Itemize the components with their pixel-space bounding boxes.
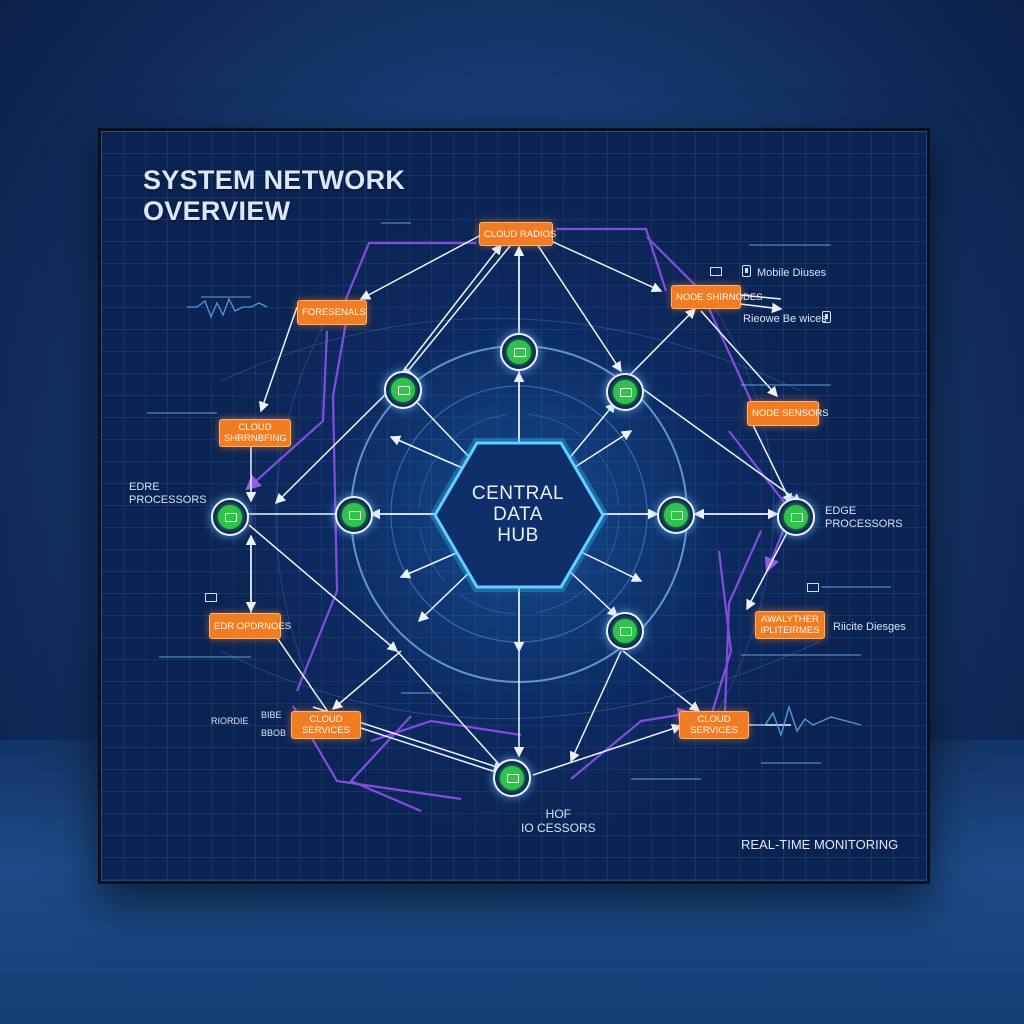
box-node-sensors[interactable]: NODE SENSORS (747, 401, 829, 426)
label-mobile-devices: Mobile Diuses (757, 267, 827, 279)
device-icon (620, 388, 632, 397)
purple-link (245, 330, 329, 491)
central-data-hub[interactable]: CENTRAL DATA HUB (435, 443, 601, 587)
database-icon (507, 774, 519, 783)
box-foresenals[interactable]: FORESENALS (297, 300, 367, 325)
label-remote-devices: Rieowe Be wices (743, 313, 827, 325)
box-edr-opdrnoes[interactable]: EDR OPDRNOES (209, 613, 291, 639)
hub-link (399, 550, 462, 579)
spoke-link (396, 650, 507, 773)
node-upper-right[interactable] (606, 373, 644, 411)
box-node-shirnodes[interactable]: NODE SHIRNODES (671, 285, 763, 309)
tablet-icon (822, 311, 831, 323)
monitor-icon (205, 593, 217, 602)
hub-link (417, 568, 474, 623)
title-line-1: SYSTEM NETWORK (143, 165, 406, 195)
node-left-inner[interactable] (335, 496, 373, 534)
page-title: SYSTEM NETWORK OVERVIEW (143, 165, 405, 227)
server-icon (514, 348, 526, 357)
spoke-link (530, 234, 622, 373)
spoke-link (750, 420, 792, 505)
node-edge-left[interactable] (211, 498, 249, 536)
hub-label: CENTRAL DATA HUB (471, 483, 565, 546)
thin-curve (220, 318, 802, 392)
spoke-link (270, 627, 334, 720)
purple-link (728, 430, 793, 574)
monitor-icon (807, 583, 819, 592)
hub-link (578, 550, 643, 582)
phone-icon (742, 265, 751, 277)
label-bottom-processors: HOF IO CESSORS (521, 807, 596, 835)
server-icon (398, 386, 410, 395)
box-cloud-shrrnbfing[interactable]: CLOUD SHRRNBFING (219, 419, 291, 447)
spoke-link (402, 243, 502, 372)
hub-link (566, 568, 619, 618)
monitor-icon (710, 267, 722, 276)
spoke-link (359, 234, 482, 300)
purple-link (336, 241, 476, 319)
purple-link (646, 236, 753, 402)
spoke-link (550, 240, 663, 293)
spoke-link (746, 524, 792, 611)
label-bottom-left-a: RIORDIE (211, 716, 249, 726)
label-bottom-left-b: BIBE (261, 710, 282, 720)
spoke-link (622, 650, 701, 712)
server-icon (671, 511, 683, 520)
spoke-link (331, 650, 402, 710)
purple-link (570, 707, 694, 780)
hub-link (566, 401, 616, 462)
node-right-inner[interactable] (657, 496, 695, 534)
node-lower-right[interactable] (606, 612, 644, 650)
real-time-monitoring-label: REAL-TIME MONITORING (741, 837, 899, 852)
spoke-link (274, 376, 404, 505)
label-edge-processors: EDGE PROCESSORS (825, 505, 903, 530)
box-cloud-services-right[interactable]: CLOUD SERVICES (679, 711, 749, 739)
box-awalyther[interactable]: AWALYTHER IPLITEIRMES (755, 611, 825, 639)
purple-link (556, 227, 668, 292)
spoke-link (258, 306, 298, 413)
node-bottom[interactable] (493, 759, 531, 797)
spoke-link (248, 524, 399, 652)
spoke-link (625, 307, 697, 380)
thin-curve (220, 640, 822, 719)
spoke-link (402, 234, 520, 379)
spoke-link (532, 723, 683, 776)
purple-link (370, 719, 522, 743)
server-icon (225, 513, 237, 522)
node-edge-right[interactable] (777, 498, 815, 536)
thin-curve (275, 310, 332, 732)
hub-link (409, 394, 474, 462)
node-upper-left[interactable] (384, 371, 422, 409)
box-cloud-services-left[interactable]: CLOUD SERVICES (291, 711, 361, 739)
waveform-right (751, 704, 862, 738)
network-diagram (147, 222, 891, 813)
network-panel: SYSTEM NETWORK OVERVIEW CENTRAL DATA HUB… (98, 128, 930, 884)
spoke-link (700, 310, 778, 398)
spoke-link (331, 716, 506, 776)
node-top[interactable] (500, 333, 538, 371)
spoke-link (628, 378, 803, 504)
hub-hexagon (433, 441, 605, 589)
thin-curve (700, 300, 774, 742)
waveform-left (187, 297, 268, 319)
document-icon (791, 513, 803, 522)
purple-link (295, 305, 351, 692)
server-icon (620, 627, 632, 636)
label-bottom-left-c: BBOB (261, 728, 287, 738)
purple-link (709, 550, 733, 717)
purple-link (723, 530, 763, 712)
title-line-2: OVERVIEW (143, 196, 291, 226)
box-cloud-radios[interactable]: CLOUD RADIOS (479, 222, 556, 246)
spoke-link (569, 650, 622, 763)
label-right-devices: Riicite Diesges (833, 621, 906, 633)
document-icon (349, 511, 361, 520)
label-edre-processors: EDRE PROCESSORS (129, 481, 207, 506)
